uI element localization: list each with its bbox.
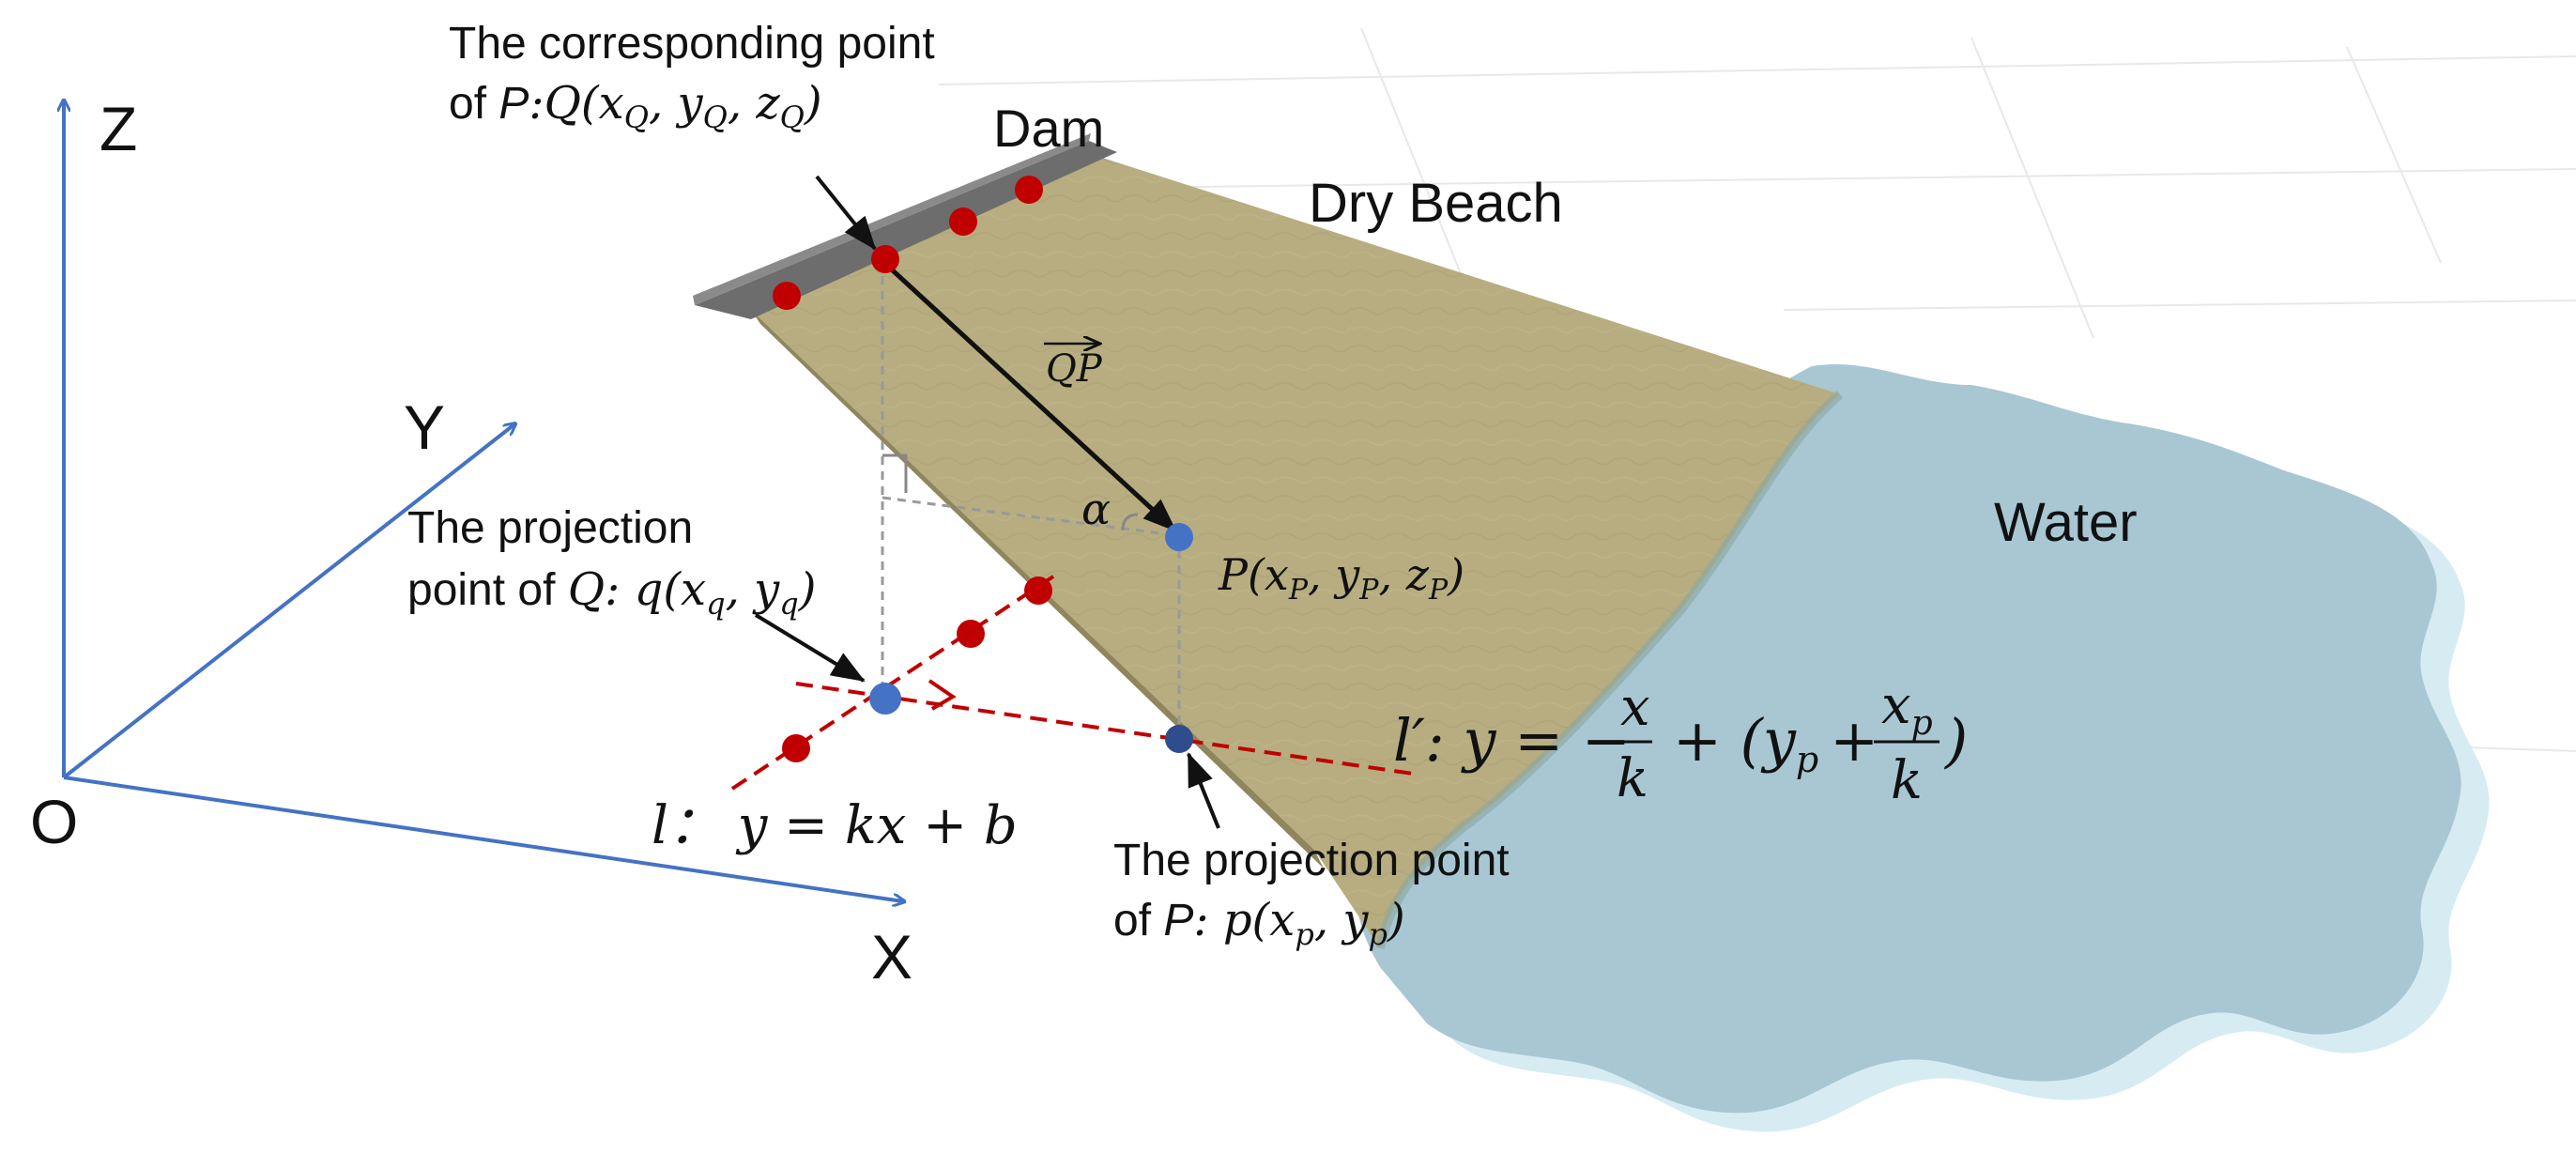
x-axis [63, 776, 903, 901]
y-axis-label: Y [404, 392, 445, 462]
point-q-projection [869, 683, 901, 715]
y-axis [62, 424, 514, 779]
point-P-label: P(xP, yP, zP) [1218, 549, 1464, 607]
lprime-frac2-den: k [1891, 750, 1923, 811]
dam-point [949, 208, 977, 236]
right-angle-mark [882, 454, 908, 493]
qproj-to-p-line [882, 496, 1176, 537]
point-Q [871, 245, 899, 273]
x-axis-label: X [871, 922, 912, 992]
pointer-corresponding-point [815, 175, 877, 251]
point-p-projection [1165, 725, 1193, 753]
line-l-points [782, 576, 1052, 762]
dry-beach-label: Dry Beach [1309, 173, 1563, 234]
lprime-start: l′: y = − [1393, 706, 1631, 775]
construction-lines [881, 261, 1181, 737]
dam-point [1015, 176, 1043, 204]
line-l-point [957, 620, 985, 648]
projection-q-label-line2: point of Q: q(xq, yq) [407, 563, 816, 622]
water-label: Water [1994, 492, 2138, 553]
line-l-point [782, 734, 810, 762]
projection-q-label-line1: The projection [407, 503, 693, 553]
vector-qp-arrow [881, 259, 1177, 532]
lprime-close: ) [1943, 706, 1968, 775]
lprime-frac1-den: k [1617, 748, 1648, 809]
dam-label: Dam [993, 99, 1104, 158]
line-l-equation: l： y = kx + b [652, 795, 1018, 856]
right-angle-mark-red [928, 679, 957, 711]
pointer-projection-q [754, 613, 866, 683]
pointer-projection-p [1187, 752, 1220, 829]
lprime-frac1-num: x [1620, 677, 1650, 738]
coordinate-axes [64, 101, 903, 901]
beach-water-edge [1375, 391, 1844, 949]
dam-crest-top [693, 133, 1091, 305]
lprime-frac2-num: xp [1881, 675, 1933, 743]
line-l-prime-equation: l′: y = − x k + (yp+ xp k ) [1393, 675, 1968, 811]
origin-label: O [30, 787, 78, 856]
angle-alpha-mark [1121, 513, 1139, 531]
line-l-point [1024, 576, 1052, 605]
vector-qp-label: QP [1046, 347, 1103, 391]
angle-alpha-label: α [1081, 484, 1111, 534]
point-P [1165, 523, 1193, 551]
lprime-mid: + (yp+ [1673, 706, 1878, 780]
dam-points [773, 176, 1043, 310]
dam-point [773, 282, 801, 310]
dry-beach-surface [751, 155, 1840, 948]
z-axis-label: Z [100, 94, 137, 163]
dam-crest [695, 141, 1117, 319]
projection-p-label-line1: The projection point [1113, 836, 1510, 885]
projection-p-label-line2: of P: p(xp, yp) [1113, 894, 1405, 952]
corresponding-point-label-line1: The corresponding point [449, 19, 935, 69]
corresponding-point-label-line2: of P:Q(xQ, yQ, zQ) [449, 77, 822, 135]
